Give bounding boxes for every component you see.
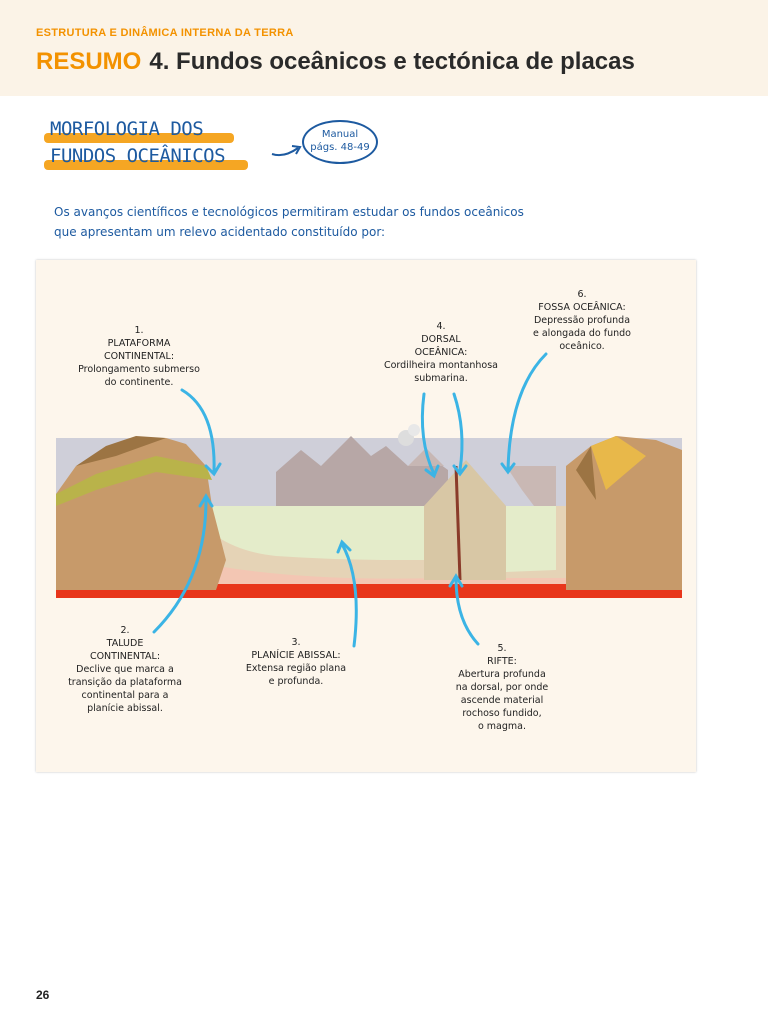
label-rifte: 5. RIFTE: Abertura profunda na dorsal, p… bbox=[455, 643, 549, 732]
page-title: RESUMO 4. Fundos oceânicos e tectónica de… bbox=[36, 48, 635, 76]
label-talude-continental: 2. TALUDE CONTINENTAL: Declive que marca… bbox=[68, 625, 182, 714]
ocean-floor-illustration bbox=[56, 352, 682, 648]
abyssal-plain bbox=[186, 506, 424, 560]
ocean-floor-diagram: 1. PLATAFORMA CONTINENTAL: Prolongamento… bbox=[36, 260, 696, 772]
label-planicie-abissal: 3. PLANÍCIE ABISSAL: Extensa região plan… bbox=[245, 637, 347, 687]
section-title: MORFOLOGIA DOS FUNDOS OCEÂNICOS bbox=[44, 116, 250, 170]
arrow-icon bbox=[420, 392, 436, 476]
right-continent bbox=[566, 436, 682, 590]
arrow-icon bbox=[454, 576, 480, 646]
manual-reference: Manual págs. 48-49 bbox=[302, 120, 378, 164]
ocean-trench bbox=[506, 466, 556, 506]
rift bbox=[454, 465, 462, 581]
arrow-icon bbox=[452, 392, 464, 472]
arrow-icon bbox=[506, 352, 548, 472]
arrow-icon bbox=[271, 145, 302, 157]
label-fossa-oceanica: 6. FOSSA OCEÂNICA: Depressão profunda e … bbox=[533, 289, 631, 352]
intro-text: Os avanços científicos e tecnológicos pe… bbox=[54, 202, 554, 242]
label-dorsal-oceanica: 4. DORSAL OCEÂNICA: Cordilheira montanho… bbox=[383, 321, 498, 384]
page-header: ESTRUTURA E DINÂMICA INTERNA DA TERRA RE… bbox=[0, 0, 768, 96]
resumo-label: RESUMO bbox=[36, 48, 142, 75]
section-title-line2: FUNDOS OCEÂNICOS bbox=[44, 143, 250, 170]
chapter-title: 4. Fundos oceânicos e tectónica de placa… bbox=[149, 48, 635, 75]
arrow-icon bbox=[180, 388, 216, 474]
continental-shelf bbox=[56, 456, 212, 506]
ocean-ridge-mountains bbox=[276, 436, 448, 506]
label-plataforma-continental: 1. PLATAFORMA CONTINENTAL: Prolongamento… bbox=[78, 325, 200, 388]
intro-line2: que apresentam um relevo acidentado cons… bbox=[54, 225, 386, 239]
intro-line1: Os avanços científicos e tecnológicos pe… bbox=[54, 205, 524, 219]
arrow-icon bbox=[340, 542, 358, 648]
section-title-line1: MORFOLOGIA DOS bbox=[44, 116, 250, 143]
page-number: 26 bbox=[36, 988, 50, 1002]
breadcrumb: ESTRUTURA E DINÂMICA INTERNA DA TERRA bbox=[36, 27, 294, 39]
arrow-icon bbox=[152, 498, 208, 634]
